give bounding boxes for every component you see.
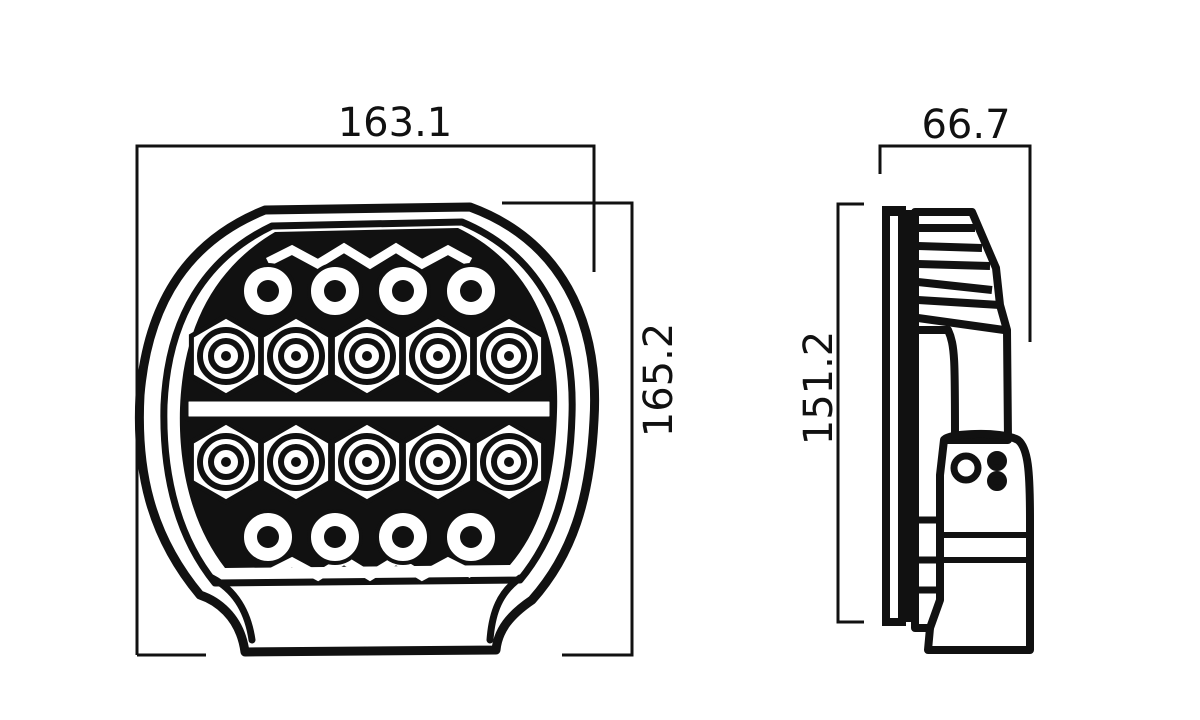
round-led-core (460, 526, 482, 548)
front-housing-outer (134, 202, 600, 657)
hex-led-core (291, 457, 301, 467)
side-lower-panel (918, 516, 938, 594)
side-depth-bracket (878, 144, 1032, 342)
side-fins (917, 224, 1005, 334)
side-bracket (924, 429, 1034, 654)
front-dimension-lines (135, 144, 634, 657)
side-depth-label: 66.7 (921, 102, 1010, 148)
hex-reflector-groups (188, 313, 547, 505)
hex-led-core (362, 351, 372, 361)
round-led-core (257, 526, 279, 548)
round-led (307, 263, 363, 319)
round-led (375, 263, 431, 319)
hex-led-cell (258, 313, 334, 399)
hex-led-cell (400, 419, 476, 505)
hex-led-cell (329, 313, 405, 399)
hex-led-cell (471, 313, 547, 399)
round-led (443, 509, 499, 565)
front-top-zigzag (265, 242, 473, 270)
hex-led-core (291, 351, 301, 361)
round-led (307, 509, 363, 565)
round-led-core (460, 280, 482, 302)
side-bolt-small (987, 471, 1007, 491)
round-led-core (392, 526, 414, 548)
round-led-group (240, 263, 499, 565)
front-width-label: 163.1 (338, 100, 453, 146)
round-led (443, 263, 499, 319)
front-height-label: 165.2 (636, 323, 682, 438)
hex-led-core (221, 351, 231, 361)
hex-led-cell (329, 419, 405, 505)
side-bolt-small (987, 451, 1007, 471)
side-height-label: 151.2 (796, 331, 842, 446)
side-housing (911, 208, 1012, 632)
side-view (882, 206, 1034, 654)
side-bezel-gap (890, 216, 898, 618)
front-width-bracket (135, 144, 596, 655)
hex-led-core (221, 457, 231, 467)
side-bolt-large (950, 452, 982, 484)
round-led (240, 263, 296, 319)
side-rear-curve (918, 326, 959, 441)
hex-led-core (433, 351, 443, 361)
hex-led-cell (188, 419, 264, 505)
hex-led-core (504, 351, 514, 361)
side-bracket-lines (935, 532, 1030, 563)
round-led-core (257, 280, 279, 302)
hex-led-core (362, 457, 372, 467)
hex-led-core (433, 457, 443, 467)
side-bezel-inner (906, 210, 915, 622)
side-dimension-lines (836, 144, 1032, 624)
hex-led-cell (400, 313, 476, 399)
front-view (134, 202, 600, 657)
round-led-core (324, 280, 346, 302)
hex-led-cell (258, 419, 334, 505)
hex-led-cell (188, 313, 264, 399)
hex-led-core (504, 457, 514, 467)
round-led (375, 509, 431, 565)
round-led (240, 509, 296, 565)
front-height-bracket (502, 201, 634, 657)
round-led-core (324, 526, 346, 548)
front-bottom-zigzag (265, 554, 475, 582)
side-height-bracket (836, 202, 864, 624)
front-bracket (208, 574, 524, 644)
front-drl-bar (183, 396, 555, 422)
hex-led-cell (471, 419, 547, 505)
round-led-core (392, 280, 414, 302)
